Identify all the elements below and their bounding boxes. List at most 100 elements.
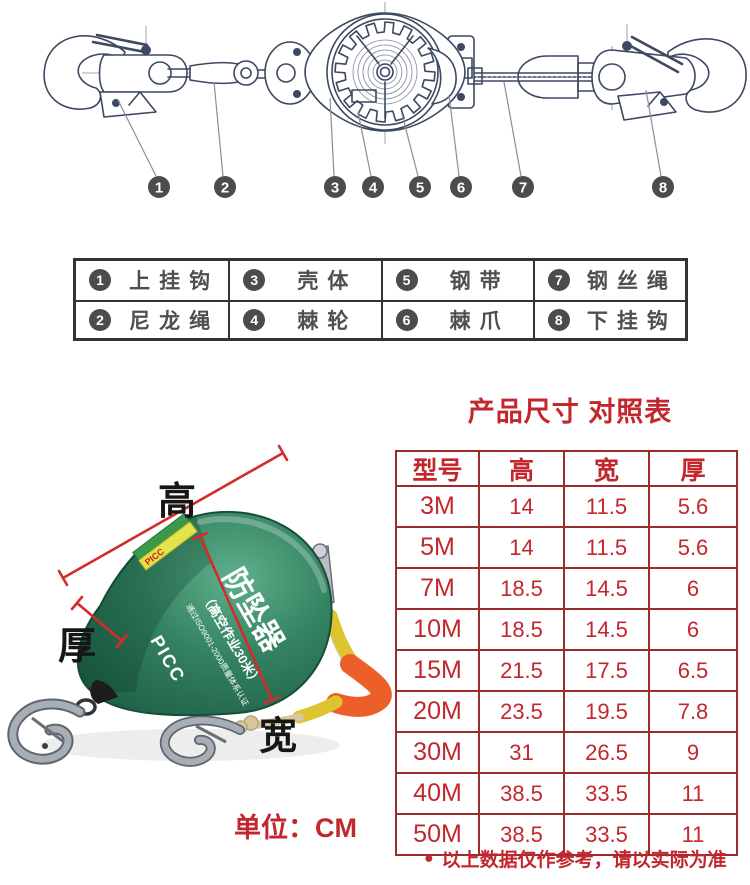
size-table-row: 7M 18.5 14.5 6 xyxy=(397,569,736,610)
part-number-badge: 6 xyxy=(395,308,418,331)
height-cell: 14 xyxy=(480,528,565,567)
header-thickness: 厚 xyxy=(680,456,706,485)
thickness-cell: 6 xyxy=(686,616,700,642)
height-cell: 14 xyxy=(480,487,565,526)
width-dim-label: 宽 xyxy=(259,715,297,758)
model-cell: 3M xyxy=(397,487,480,526)
thickness-cell: 7.8 xyxy=(677,698,709,724)
rope-hook xyxy=(159,715,245,767)
svg-text:4: 4 xyxy=(369,180,378,197)
width-cell: 33.5 xyxy=(565,815,650,854)
thickness-cell: 5.6 xyxy=(677,493,709,519)
part-item: 4 棘轮 xyxy=(228,299,381,338)
svg-text:2: 2 xyxy=(221,180,229,197)
width-cell: 26.5 xyxy=(565,733,650,772)
nylon-link-drawing xyxy=(167,60,308,86)
housing-drawing xyxy=(264,12,483,132)
width-cell: 11.5 xyxy=(565,487,650,526)
width-cell: 17.5 xyxy=(565,651,650,690)
svg-text:3: 3 xyxy=(331,180,339,197)
width-cell: 11.5 xyxy=(565,528,650,567)
part-label: 棘爪 xyxy=(449,309,510,333)
width-cell: 19.5 xyxy=(565,692,650,731)
upper-hook-drawing xyxy=(43,33,188,118)
width-cell: 14.5 xyxy=(565,569,650,608)
lower-hook-drawing xyxy=(591,35,747,121)
size-table-row: 10M 18.5 14.5 6 xyxy=(397,610,736,651)
part-label: 尼龙绳 xyxy=(129,309,220,333)
size-table-body: 3M 14 11.5 5.6 5M 14 11.5 5.6 7M 18.5 14… xyxy=(397,487,736,854)
callout-1: 1 xyxy=(148,176,170,198)
part-item: 2 尼龙绳 xyxy=(76,299,229,339)
thickness-cell: 5.6 xyxy=(677,534,709,560)
device-body xyxy=(76,511,333,717)
height-cell: 38.5 xyxy=(480,774,565,813)
part-item: 6 棘爪 xyxy=(380,299,533,338)
bullet-icon: ● xyxy=(424,849,434,867)
model-cell: 40M xyxy=(397,774,480,813)
part-number-badge: 3 xyxy=(243,269,266,292)
part-number-badge: 8 xyxy=(547,308,570,331)
leader-lines xyxy=(117,81,662,177)
svg-text:5: 5 xyxy=(416,180,424,197)
dimension-lines xyxy=(57,444,289,705)
callout-3: 3 xyxy=(324,176,346,198)
size-table-row: 3M 14 11.5 5.6 xyxy=(397,487,736,528)
callout-7: 7 xyxy=(512,176,534,198)
svg-text:8: 8 xyxy=(659,180,667,197)
technical-drawing: 1 2 3 4 5 6 7 8 xyxy=(43,2,747,198)
part-label: 棘轮 xyxy=(297,309,358,333)
thickness-cell: 6.5 xyxy=(677,657,709,683)
svg-text:1: 1 xyxy=(155,180,163,197)
part-item: 5 钢带 xyxy=(380,261,533,300)
thickness-cell: 6 xyxy=(686,575,700,601)
callout-6: 6 xyxy=(450,176,472,198)
size-table-row: 40M 38.5 33.5 11 xyxy=(397,774,736,815)
callout-2: 2 xyxy=(214,176,236,198)
size-table-row: 20M 23.5 19.5 7.8 xyxy=(397,692,736,733)
model-cell: 7M xyxy=(397,569,480,608)
part-number-badge: 5 xyxy=(395,269,418,292)
part-label: 壳体 xyxy=(297,270,358,294)
size-table-header: 型号 高 宽 厚 xyxy=(397,452,736,487)
wire-rope xyxy=(467,72,607,82)
part-label: 钢带 xyxy=(449,270,510,294)
part-item: 8 下挂钩 xyxy=(532,299,685,338)
product-photo: PICC 防坠器 （高空作业30米） 通过ISO9001-2000质量体系认证 … xyxy=(7,444,392,843)
part-label: 上挂钩 xyxy=(129,270,220,294)
part-number-badge: 7 xyxy=(547,269,570,292)
unit-label: 单位：CM xyxy=(234,812,357,843)
header-width: 宽 xyxy=(565,452,650,485)
width-cell: 33.5 xyxy=(565,774,650,813)
size-table-row: 50M 38.5 33.5 11 xyxy=(397,815,736,854)
part-number-badge: 4 xyxy=(243,308,266,331)
size-table-row: 15M 21.5 17.5 6.5 xyxy=(397,651,736,692)
thickness-cell: 11 xyxy=(681,780,705,806)
part-number-badge: 2 xyxy=(89,308,111,331)
device-shadow xyxy=(40,729,340,761)
callout-5: 5 xyxy=(409,176,431,198)
callout-8: 8 xyxy=(652,176,674,198)
size-table-row: 5M 14 11.5 5.6 xyxy=(397,528,736,569)
svg-text:7: 7 xyxy=(519,180,527,197)
part-number-badge: 1 xyxy=(89,269,111,292)
part-item: 1 上挂钩 xyxy=(76,261,228,300)
callout-4: 4 xyxy=(362,176,384,198)
reference-note-text: 以上数据仅作参考，请以实际为准 xyxy=(441,850,727,871)
height-cell: 21.5 xyxy=(480,651,565,690)
model-cell: 15M xyxy=(397,651,480,690)
height-cell: 18.5 xyxy=(480,610,565,649)
model-cell: 50M xyxy=(397,815,480,854)
height-cell: 31 xyxy=(480,733,565,772)
thickness-dim-label: 厚 xyxy=(58,626,96,668)
part-label: 下挂钩 xyxy=(586,309,677,333)
thickness-cell: 9 xyxy=(686,739,700,765)
header-height: 高 xyxy=(480,452,565,485)
header-model: 型号 xyxy=(397,452,480,485)
model-cell: 5M xyxy=(397,528,480,567)
model-cell: 20M xyxy=(397,692,480,731)
device-hook xyxy=(7,698,86,765)
height-dim-label: 高 xyxy=(158,481,196,523)
